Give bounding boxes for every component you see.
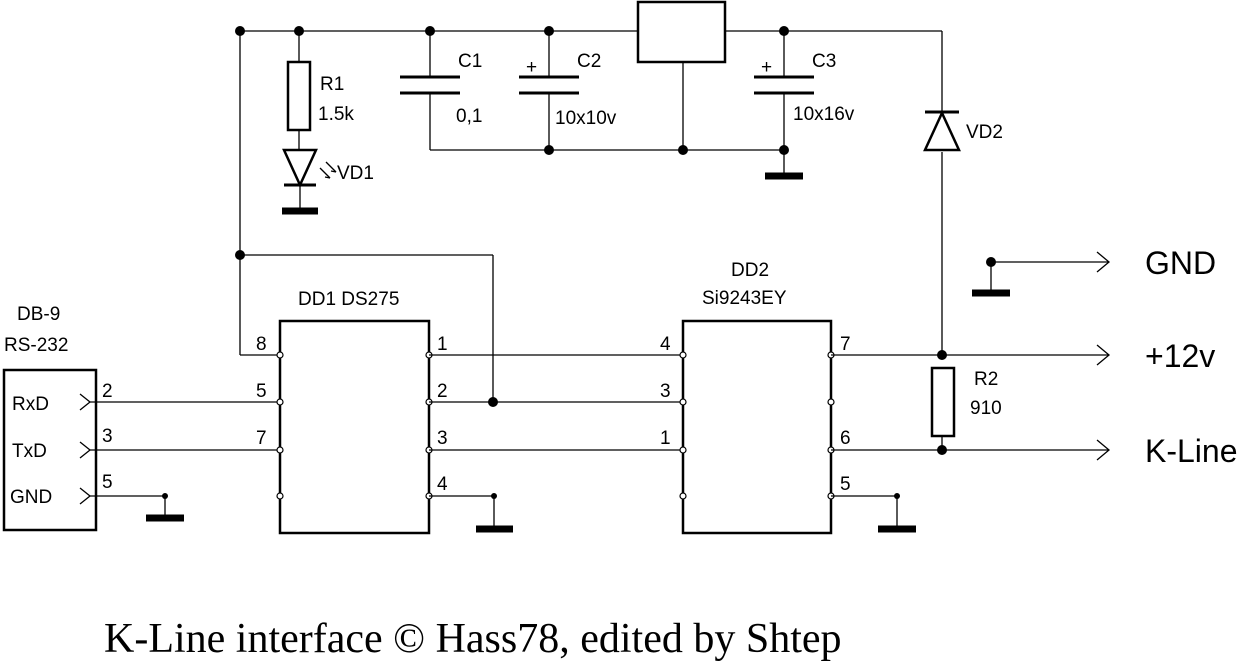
connector-name: DB-9 <box>17 304 60 325</box>
connector-pin-2: 2 <box>102 381 113 402</box>
light-rays-icon <box>319 161 337 179</box>
c2-value: 10x10v <box>555 108 617 129</box>
resistor-r2: R2 910 <box>930 366 1002 450</box>
c3-ref: C3 <box>812 51 836 72</box>
r1-ref: R1 <box>320 74 344 95</box>
resistor-r1: R1 1.5k <box>286 31 354 150</box>
c3-polarity: + <box>761 57 772 78</box>
diode-vd2: VD2 <box>923 110 1003 152</box>
output-kline: K-Line <box>1096 433 1238 469</box>
dd2-pin-6: 6 <box>840 428 851 449</box>
vd2-ref: VD2 <box>966 122 1003 143</box>
connector-pin-3: 3 <box>102 426 113 447</box>
dd2-pin-5: 5 <box>840 474 851 495</box>
output-gnd-label: GND <box>1145 245 1216 281</box>
dd1-pin-5: 5 <box>256 381 267 402</box>
c2-polarity: + <box>526 57 537 78</box>
dd1-pin-8: 8 <box>256 334 267 355</box>
arrow-right-icon <box>1096 251 1111 273</box>
connector-signal-gnd: GND <box>10 487 52 508</box>
c2-ref: C2 <box>577 51 601 72</box>
capacitor-c2: + C2 10x10v <box>519 31 617 150</box>
connector-standard: RS-232 <box>4 335 68 356</box>
capacitor-c1: C1 0,1 <box>400 31 482 150</box>
dd2-pin-7: 7 <box>840 334 851 355</box>
dd1-pin-4: 4 <box>437 474 448 495</box>
dd2-pin-1: 1 <box>660 428 671 449</box>
dd1-pin-3: 3 <box>437 428 448 449</box>
c1-value: 0,1 <box>456 106 482 127</box>
arrow-right-icon <box>1096 439 1111 461</box>
r2-value: 910 <box>970 398 1002 419</box>
dd2-pin-3: 3 <box>660 381 671 402</box>
r1-value: 1.5k <box>318 104 354 125</box>
output-12v-label: +12v <box>1145 338 1215 374</box>
capacitor-c3: + C3 10x16v <box>754 31 855 180</box>
c1-ref: C1 <box>458 51 482 72</box>
junctions <box>162 26 996 499</box>
ic-dd1: DD1 DS275 8 5 7 1 2 3 4 <box>256 289 448 535</box>
dd2-pin-4: 4 <box>660 334 671 355</box>
caption: K-Line interface © Hass78, edited by Sht… <box>104 616 842 662</box>
dd1-pin-7: 7 <box>256 428 267 449</box>
dd1-pin-2: 2 <box>437 381 448 402</box>
arrow-right-icon <box>1096 344 1111 366</box>
power-rail <box>239 30 943 402</box>
connector-signal-txd: TxD <box>12 441 47 462</box>
output-gnd: GND <box>1096 245 1216 281</box>
dd1-label: DD1 DS275 <box>298 289 399 310</box>
dd2-label-ref: DD2 <box>731 260 769 281</box>
r2-ref: R2 <box>974 369 998 390</box>
connector-pin-5: 5 <box>102 472 113 493</box>
connector-signal-rxd: RxD <box>12 394 49 415</box>
voltage-regulator <box>636 0 727 64</box>
dd1-pin-1: 1 <box>437 334 448 355</box>
vd1-ref: VD1 <box>337 163 374 184</box>
dd2-label-part: Si9243EY <box>702 288 787 309</box>
led-vd1: VD1 <box>282 148 374 215</box>
output-kline-label: K-Line <box>1145 433 1238 469</box>
output-12v: +12v <box>1096 338 1215 374</box>
c3-value: 10x16v <box>793 104 855 125</box>
ic-dd2: DD2 Si9243EY 4 3 1 7 6 5 <box>660 260 851 535</box>
